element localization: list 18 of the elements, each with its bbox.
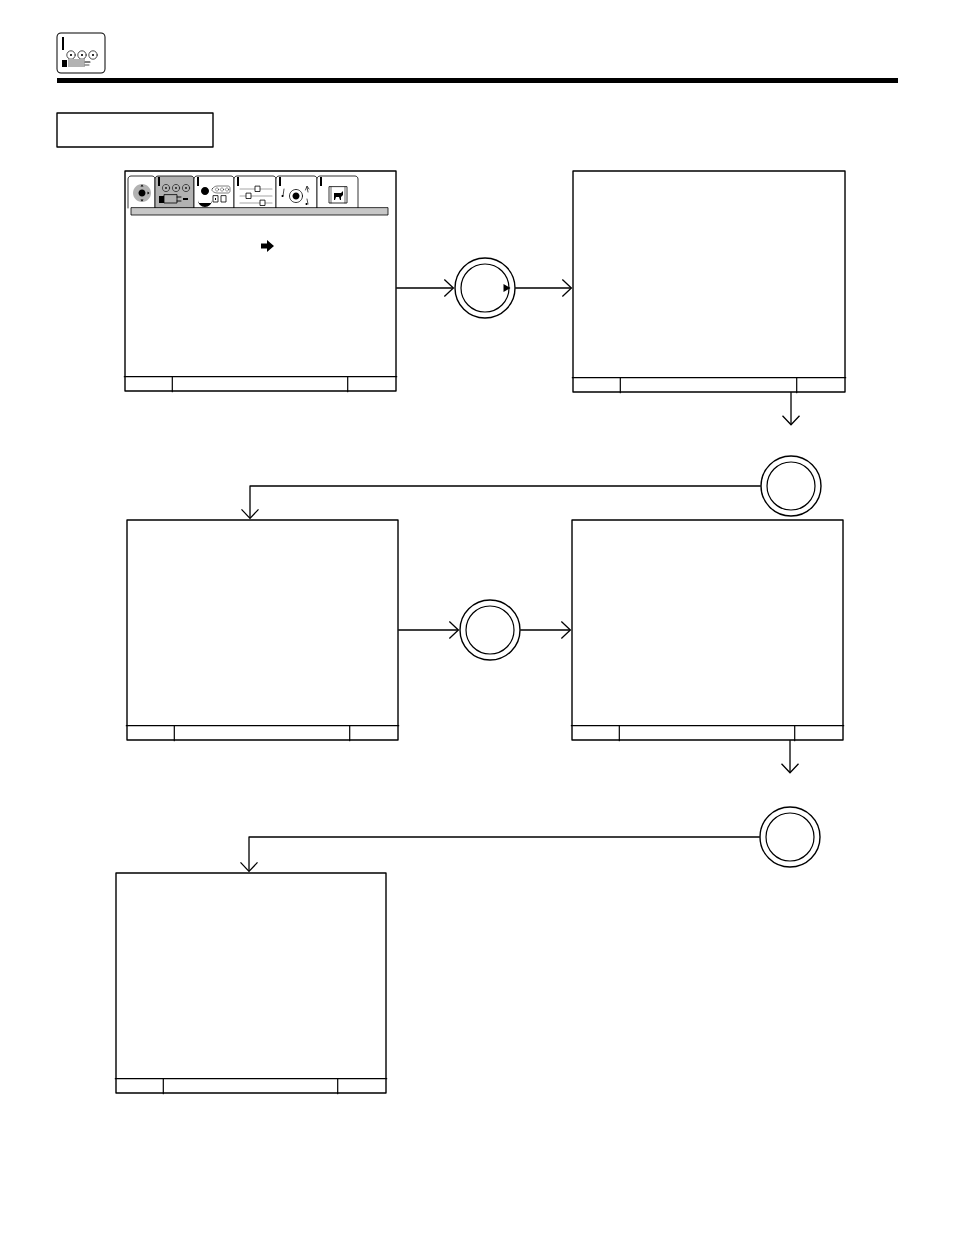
double-circle [759, 806, 821, 868]
screen-box [571, 170, 847, 394]
arrow [515, 278, 573, 298]
screen-box [114, 872, 388, 1095]
screen-box [123, 170, 398, 393]
screen-box [125, 519, 400, 742]
double-circle [760, 455, 822, 517]
arrow [781, 392, 801, 426]
arrow [780, 740, 800, 774]
screen-box [570, 519, 845, 742]
heading-box [56, 112, 214, 148]
arrow [520, 620, 572, 640]
arrow [239, 836, 760, 873]
double-circle [454, 257, 516, 319]
arrow [396, 278, 455, 298]
arrow [240, 485, 761, 520]
double-circle [459, 599, 521, 661]
arrow [398, 620, 460, 640]
